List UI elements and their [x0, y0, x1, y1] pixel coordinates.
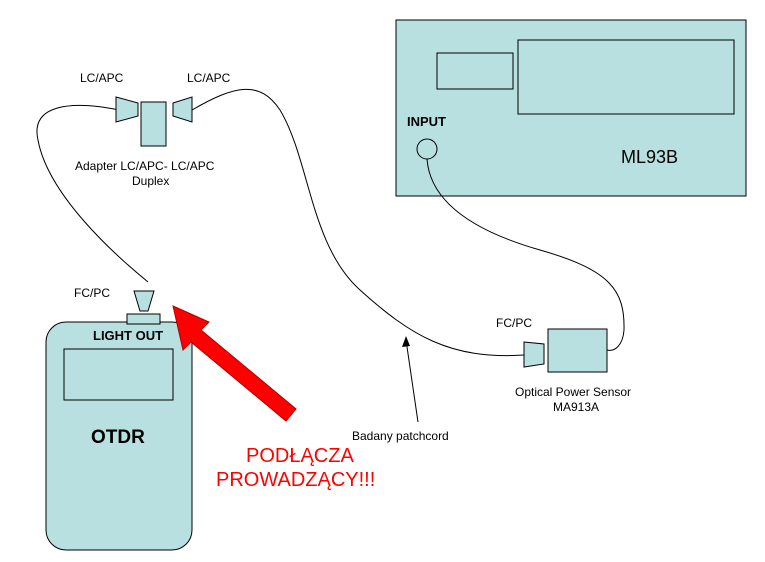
fiber-cable-patchcord-under-test	[191, 88, 525, 357]
fiber-cable-sensor-to-meter	[426, 158, 625, 351]
ml93b-input-label: INPUT	[407, 114, 446, 129]
otdr-light-out-label: LIGHT OUT	[93, 328, 163, 343]
ml93b-model-label: ML93B	[621, 147, 678, 167]
sensor-label-line2: MA913A	[553, 400, 599, 414]
ml93b-input-port	[416, 138, 438, 160]
sensor-body	[547, 328, 608, 373]
patchcord-pointer-arrowhead	[402, 336, 410, 347]
adapter-body	[140, 101, 167, 147]
otdr-fc-pc-label: FC/PC	[74, 286, 110, 300]
ml93b-device: INPUT ML93B	[395, 19, 747, 197]
adapter-label-line2: Duplex	[132, 174, 169, 188]
warning-red-arrow	[172, 305, 297, 422]
lc-apc-left-label: LC/APC	[80, 71, 124, 85]
lc-apc-right-label: LC/APC	[187, 71, 231, 85]
otdr-device: LIGHT OUT OTDR	[45, 290, 193, 551]
lc-apc-adapter	[115, 96, 193, 147]
optical-power-sensor	[523, 328, 608, 373]
warning-label-line2: PROWADZĄCY!!!	[216, 469, 375, 491]
patchcord-pointer-line	[405, 339, 419, 423]
sensor-fc-pc-label: FC/PC	[496, 316, 532, 330]
otdr-fc-pc-connector	[133, 290, 155, 312]
lc-apc-connector-right	[172, 96, 193, 123]
otdr-display	[63, 348, 174, 401]
warning-label-line1: PODŁĄCZA	[246, 445, 354, 467]
ml93b-small-display	[436, 52, 514, 90]
fiber-cable-otdr-to-adapter	[36, 105, 149, 283]
patchcord-label: Badany patchcord	[352, 429, 449, 443]
ml93b-main-display	[517, 39, 735, 115]
otdr-port	[126, 313, 161, 325]
sensor-fc-pc-connector	[523, 341, 545, 368]
otdr-label: OTDR	[91, 427, 145, 448]
lc-apc-connector-left	[115, 96, 139, 123]
adapter-label-line1: Adapter LC/APC- LC/APC	[75, 159, 215, 173]
sensor-label-line1: Optical Power Sensor	[515, 385, 631, 399]
